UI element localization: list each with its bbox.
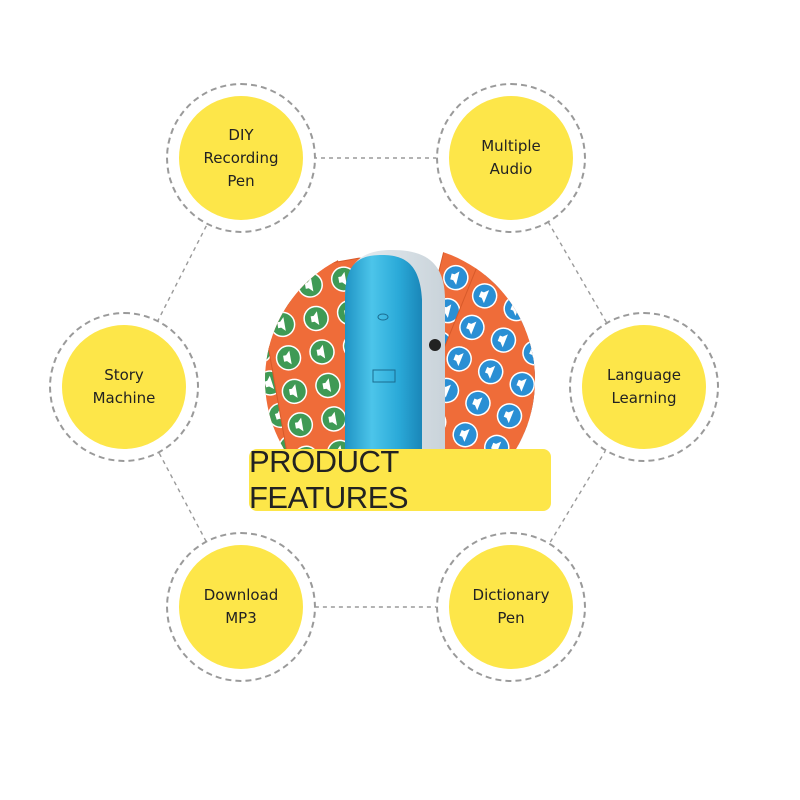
feature-label: Language Learning	[606, 366, 682, 407]
speaker-icon	[516, 264, 535, 290]
speaker-icon	[281, 378, 308, 405]
feature-disc: DIY Recording Pen	[179, 96, 303, 220]
feature-download-mp3: Download MP3	[166, 532, 316, 682]
speaker-icon	[540, 288, 569, 317]
speaker-icon	[509, 371, 535, 398]
feature-language-learning: Language Learning	[569, 312, 719, 462]
speaker-icon	[234, 303, 264, 333]
speaker-icon	[223, 271, 253, 301]
speaker-icon	[452, 421, 478, 448]
speaker-icon	[477, 358, 504, 385]
feature-label: Download MP3	[203, 586, 279, 627]
speaker-icon	[290, 252, 316, 278]
speaker-icon	[315, 372, 341, 399]
speaker-icon	[548, 255, 577, 284]
speaker-icon	[465, 390, 491, 416]
speaker-icon	[287, 412, 314, 438]
feature-disc: Story Machine	[62, 325, 186, 449]
speaker-icon	[275, 345, 302, 371]
feature-disc: Dictionary Pen	[449, 545, 573, 669]
feature-dictionary-pen: Dictionary Pen	[436, 532, 586, 682]
speaker-icon	[443, 264, 469, 291]
speaker-icon	[533, 322, 535, 349]
speaker-icon	[265, 262, 284, 289]
speaker-icon	[309, 339, 335, 365]
feature-disc: Download MP3	[179, 545, 303, 669]
banner-title: PRODUCT FEATURES	[249, 444, 409, 515]
feature-label: Story Machine	[92, 366, 156, 407]
speaker-icon	[545, 274, 576, 305]
speaker-icon	[496, 403, 523, 429]
speaker-icon	[459, 314, 485, 341]
speaker-icon	[484, 251, 511, 278]
speaker-icon	[471, 283, 498, 309]
speaker-icon	[534, 308, 535, 335]
speaker-icon	[484, 245, 510, 266]
feature-disc: Multiple Audio	[449, 96, 573, 220]
speaker-icon	[490, 327, 517, 353]
feature-label: Dictionary Pen	[472, 586, 550, 627]
feature-label: DIY Recording Pen	[203, 125, 279, 190]
feature-label: Multiple Audio	[481, 137, 541, 178]
speaker-icon	[321, 406, 347, 432]
speaker-icon	[303, 305, 329, 332]
reading-pen	[345, 250, 445, 500]
speaker-icon	[446, 346, 472, 372]
feature-story-machine: Story Machine	[49, 312, 199, 462]
feature-disc: Language Learning	[582, 325, 706, 449]
feature-multiple-audio: Multiple Audio	[436, 83, 586, 233]
speaker-icon	[265, 278, 290, 304]
product-features-banner: PRODUCT FEATURES	[249, 444, 551, 515]
feature-diy-recording-pen: DIY Recording Pen	[166, 83, 316, 233]
speaker-icon	[451, 245, 477, 258]
speaker-icon	[517, 248, 535, 274]
